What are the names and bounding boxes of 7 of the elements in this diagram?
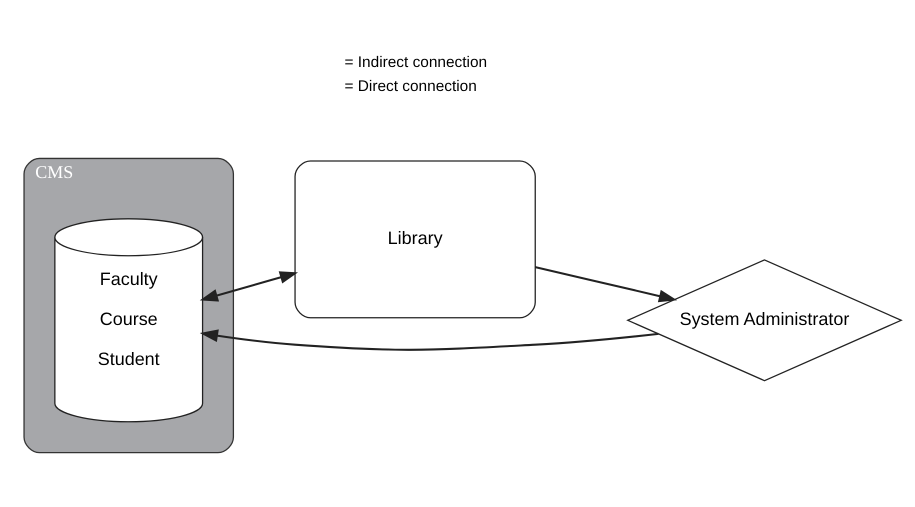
legend-label: = Direct connection xyxy=(344,78,477,96)
arrow xyxy=(200,271,298,302)
node-diamond: System Administrator xyxy=(626,259,903,382)
node-box: Library xyxy=(294,160,536,318)
arrow xyxy=(535,266,678,302)
legend-label: = Indirect connection xyxy=(344,54,488,71)
arrow xyxy=(200,329,659,351)
